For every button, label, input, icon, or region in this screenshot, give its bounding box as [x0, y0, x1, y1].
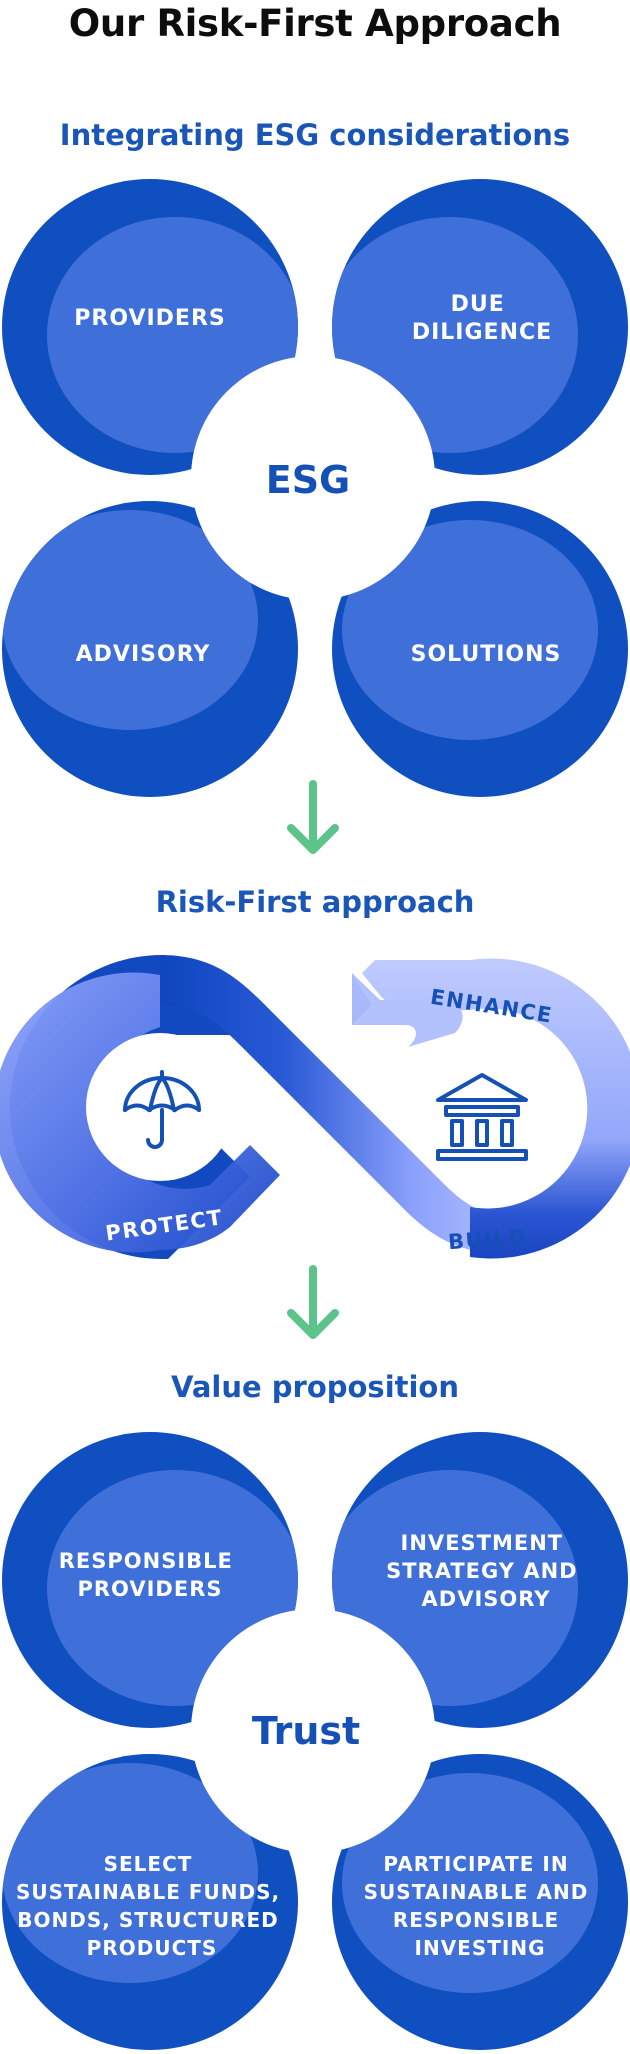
loop-right-band [362, 958, 630, 1259]
esg-diagram: PROVIDERS DUE DILIGENCE ADVISORY SOLUTIO… [0, 175, 630, 805]
section-heading-risk-first: Risk-First approach [155, 885, 475, 919]
page-title: Our Risk-First Approach [68, 2, 562, 45]
value-quadrant-label: PARTICIPATE IN SUSTAINABLE AND RESPONSIB… [364, 1852, 597, 1960]
esg-quadrant-label: SOLUTIONS [411, 642, 562, 667]
center-circle [191, 356, 435, 600]
center-label-trust: Trust [252, 1709, 360, 1753]
center-label-esg: ESG [266, 458, 351, 502]
build-label: BUILD [447, 1225, 528, 1254]
quadrant-bottom-right: SOLUTIONS [332, 501, 628, 797]
value-quadrant-label: RESPONSIBLE PROVIDERS [59, 1549, 241, 1601]
down-arrow-icon-2 [0, 1265, 630, 1345]
center-circle-trust [191, 1609, 435, 1853]
umbrella-icon [123, 1070, 201, 1149]
risk-first-loop-diagram: PROTECT ENHANCE BUILD [0, 945, 630, 1270]
section-heading-value: Value proposition [170, 1370, 460, 1404]
enhance-arrow-tip [352, 975, 372, 1025]
section-heading-esg: Integrating ESG considerations [59, 118, 571, 152]
value-quadrant-label: INVESTMENT STRATEGY AND ADVISORY [386, 1531, 586, 1611]
down-arrow-icon [0, 780, 630, 860]
esg-quadrant-label: DUE DILIGENCE [412, 292, 552, 345]
esg-quadrant-label: ADVISORY [76, 642, 211, 667]
quadrant-bottom-left: ADVISORY [2, 501, 298, 797]
protect-band [0, 972, 280, 1253]
value-quadrant-bottom-right: PARTICIPATE IN SUSTAINABLE AND RESPONSIB… [332, 1754, 628, 2050]
esg-quadrant-label: PROVIDERS [74, 306, 225, 331]
value-proposition-diagram: RESPONSIBLE PROVIDERS INVESTMENT STRATEG… [0, 1428, 630, 2054]
value-quadrant-label: SELECT SUSTAINABLE FUNDS, BONDS, STRUCTU… [16, 1852, 288, 1960]
enhance-arrowhead [352, 973, 463, 1047]
bank-building-icon [436, 1073, 528, 1161]
value-quadrant-bottom-left: SELECT SUSTAINABLE FUNDS, BONDS, STRUCTU… [2, 1754, 298, 2050]
loop-diagonal-band [160, 955, 520, 1255]
